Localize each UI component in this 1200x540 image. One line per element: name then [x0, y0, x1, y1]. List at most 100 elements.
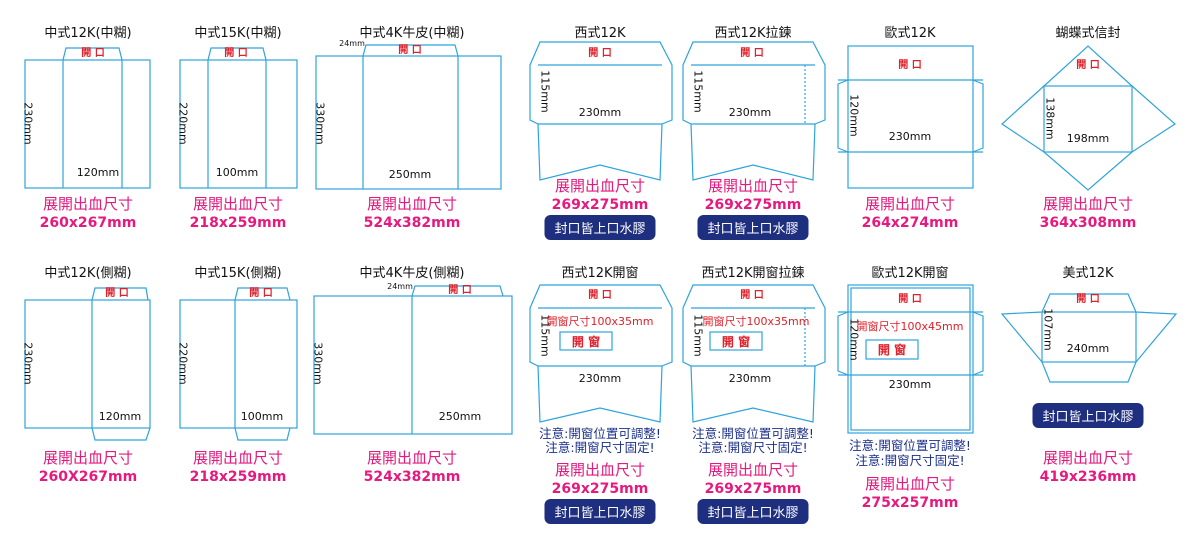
diagram-euro12k — [837, 45, 984, 189]
diagram-cn15k-center — [179, 47, 298, 189]
diagram-cn12k-center — [24, 47, 151, 189]
open-label: 開 口 — [898, 60, 922, 71]
envelope-title: 蝴蝶式信封 — [1055, 26, 1121, 41]
open-label: 開 口 — [740, 290, 764, 301]
open-label: 開 口 — [81, 48, 105, 59]
bleed-size: 218x259mm — [189, 469, 287, 485]
bleed-size: 218x259mm — [189, 215, 287, 231]
bleed-size: 269x275mm — [704, 197, 802, 213]
height-dim-label: 330mm — [311, 342, 325, 385]
note-adjustable: 注意:開窗位置可調整! — [692, 426, 814, 441]
window-label: 開 窗 — [721, 335, 751, 349]
diagram-west12k-zip — [682, 41, 826, 181]
height-dim-label: 220mm — [176, 342, 190, 385]
height-dim-label: 138mm — [1043, 97, 1057, 140]
diagram-cn15k-side — [179, 287, 298, 441]
glue-badge: 封口皆上口水膠 — [544, 499, 656, 524]
width-dim-label: 250mm — [388, 168, 432, 181]
open-label: 開 口 — [1076, 294, 1100, 305]
width-dim-label: 230mm — [888, 130, 932, 143]
width-dim-label: 198mm — [1066, 132, 1110, 145]
bleed-size: 269x275mm — [704, 481, 802, 497]
open-label: 開 口 — [105, 288, 129, 299]
bleed-label: 展開出血尺寸 — [42, 449, 134, 467]
bleed-size: 269x275mm — [551, 197, 649, 213]
note-fixed: 注意:開窗尺寸固定! — [698, 440, 808, 455]
width-dim-label: 100mm — [240, 410, 284, 423]
open-label: 開 口 — [249, 288, 273, 299]
flap-dim-label: 24mm — [387, 282, 413, 291]
diagram-west12k-window — [529, 284, 673, 423]
diagram-euro12k-window — [837, 284, 984, 434]
height-dim-label: 115mm — [691, 70, 705, 113]
height-dim-label: 230mm — [21, 342, 35, 385]
note-fixed: 注意:開窗尺寸固定! — [855, 453, 965, 468]
diagram-us12k — [1000, 293, 1178, 383]
envelope-title: 西式12K — [574, 26, 626, 41]
open-label: 開 口 — [448, 285, 472, 296]
bleed-size: 269x275mm — [551, 481, 649, 497]
bleed-label: 展開出血尺寸 — [554, 177, 646, 195]
bleed-label: 展開出血尺寸 — [864, 475, 956, 493]
window-size-label: 開窗尺寸100x35mm — [702, 315, 810, 328]
width-dim-label: 250mm — [438, 410, 482, 423]
width-dim-label: 230mm — [578, 372, 622, 385]
bleed-label: 展開出血尺寸 — [192, 195, 284, 213]
envelope-title: 中式12K(中糊) — [44, 26, 132, 41]
height-dim-label: 330mm — [313, 102, 327, 145]
bleed-size: 260X267mm — [38, 469, 138, 485]
height-dim-label: 120mm — [847, 94, 861, 137]
diagram-west12k-window-zip — [682, 284, 826, 423]
open-label: 開 口 — [398, 45, 422, 56]
envelope-title: 中式4K牛皮(中糊) — [359, 26, 465, 41]
envelope-title: 西式12K開窗 — [561, 266, 639, 281]
height-dim-label: 107mm — [1041, 308, 1055, 351]
bleed-size: 524x382mm — [363, 215, 461, 231]
bleed-size: 419x236mm — [1039, 469, 1137, 485]
height-dim-label: 220mm — [176, 102, 190, 145]
diagram-cn12k-side — [24, 287, 151, 441]
glue-badge: 封口皆上口水膠 — [544, 215, 656, 240]
width-dim-label: 230mm — [728, 106, 772, 119]
envelope-title: 中式12K(側糊) — [44, 266, 132, 281]
bleed-size: 364x308mm — [1039, 215, 1137, 231]
width-dim-label: 120mm — [76, 166, 120, 179]
bleed-size: 524x382mm — [363, 469, 461, 485]
envelope-title: 歐式12K — [884, 26, 936, 41]
envelope-title: 西式12K開窗拉鍊 — [701, 266, 805, 281]
envelope-title: 美式12K — [1062, 266, 1114, 281]
window-size-label: 開窗尺寸100x35mm — [546, 315, 654, 328]
glue-badge: 封口皆上口水膠 — [1032, 403, 1144, 428]
envelope-title: 歐式12K開窗 — [871, 266, 949, 281]
window-label: 開 窗 — [571, 335, 601, 349]
bleed-label: 展開出血尺寸 — [192, 449, 284, 467]
width-dim-label: 120mm — [98, 410, 142, 423]
glue-badge: 封口皆上口水膠 — [697, 215, 809, 240]
bleed-size: 260x267mm — [39, 215, 137, 231]
height-dim-label: 230mm — [21, 102, 35, 145]
open-label: 開 口 — [898, 294, 922, 305]
flap-dim-label: 24mm — [339, 39, 365, 48]
window-label: 開 窗 — [877, 343, 907, 357]
note-fixed: 注意:開窗尺寸固定! — [545, 440, 655, 455]
width-dim-label: 230mm — [888, 378, 932, 391]
note-adjustable: 注意:開窗位置可調整! — [539, 426, 661, 441]
bleed-label: 展開出血尺寸 — [366, 195, 458, 213]
envelope-title: 西式12K拉鍊 — [714, 26, 792, 41]
bleed-label: 展開出血尺寸 — [1042, 449, 1134, 467]
bleed-label: 展開出血尺寸 — [1042, 195, 1134, 213]
open-label: 開 口 — [740, 48, 764, 59]
bleed-label: 展開出血尺寸 — [366, 449, 458, 467]
envelope-title: 中式4K牛皮(側糊) — [359, 266, 465, 281]
envelope-title: 中式15K(側糊) — [194, 266, 282, 281]
bleed-label: 展開出血尺寸 — [864, 195, 956, 213]
bleed-size: 264x274mm — [861, 215, 959, 231]
window-size-label: 開窗尺寸100x45mm — [856, 320, 964, 333]
bleed-label: 展開出血尺寸 — [554, 461, 646, 479]
diagram-cn4k-center — [315, 44, 502, 190]
diagram-west12k — [529, 41, 673, 181]
height-dim-label: 115mm — [538, 70, 552, 113]
diagram-butterfly — [1001, 45, 1176, 191]
width-dim-label: 240mm — [1066, 342, 1110, 355]
